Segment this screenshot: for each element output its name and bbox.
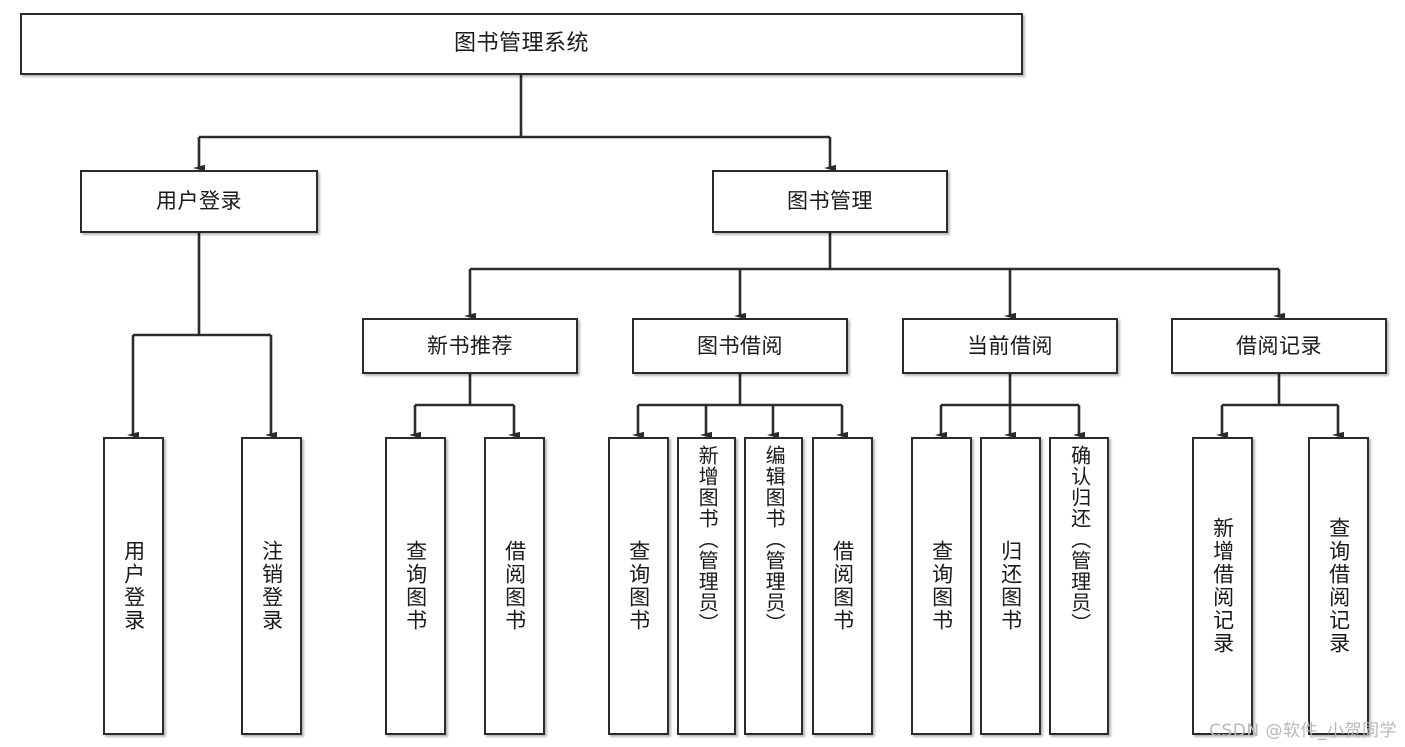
node-label: 图书管理系统 <box>453 31 589 57</box>
watermark: CSDN @软件_小贺同学 <box>1209 721 1397 741</box>
node-label: 编辑图书（管理员） <box>762 445 787 634</box>
node-label: 新增图书（管理员） <box>695 445 720 634</box>
leaf-borrow-book[interactable]: 借阅图书 <box>812 437 873 735</box>
node-book-manage[interactable]: 图书管理 <box>712 170 948 233</box>
node-user-login[interactable]: 用户登录 <box>80 170 318 233</box>
leaf-add-book[interactable]: 新增图书（管理员） <box>677 437 736 735</box>
node-label: 查询图书 <box>403 540 428 632</box>
leaf-user-logout[interactable]: 注销登录 <box>241 437 302 735</box>
node-label: 借阅图书 <box>830 540 855 632</box>
node-label: 查询图书 <box>929 540 954 632</box>
node-new-book-recommend[interactable]: 新书推荐 <box>362 318 578 374</box>
node-label: 归还图书 <box>998 540 1023 632</box>
node-label: 借阅记录 <box>1236 333 1322 358</box>
node-label: 当前借阅 <box>967 333 1053 358</box>
leaf-user-login[interactable]: 用户登录 <box>103 437 164 735</box>
node-borrow-record[interactable]: 借阅记录 <box>1171 318 1387 374</box>
node-label: 确认归还（管理员） <box>1067 445 1092 634</box>
node-label: 注销登录 <box>259 540 284 632</box>
node-root-system[interactable]: 图书管理系统 <box>20 13 1023 75</box>
leaf-confirm-return[interactable]: 确认归还（管理员） <box>1049 437 1109 735</box>
leaf-query-borrow-record[interactable]: 查询借阅记录 <box>1308 437 1369 735</box>
node-label: 图书借阅 <box>697 333 783 358</box>
node-book-borrow[interactable]: 图书借阅 <box>632 318 848 374</box>
node-label: 查询图书 <box>626 540 651 632</box>
node-label: 新增借阅记录 <box>1210 517 1235 655</box>
node-label: 新书推荐 <box>427 333 513 358</box>
leaf-query-book-borrow[interactable]: 查询图书 <box>608 437 669 735</box>
node-current-borrow[interactable]: 当前借阅 <box>902 318 1118 374</box>
node-label: 图书管理 <box>787 189 873 214</box>
leaf-return-book[interactable]: 归还图书 <box>980 437 1041 735</box>
node-label: 借阅图书 <box>502 540 527 632</box>
leaf-query-book-current[interactable]: 查询图书 <box>911 437 972 735</box>
node-label: 用户登录 <box>121 540 146 632</box>
leaf-edit-book[interactable]: 编辑图书（管理员） <box>744 437 803 735</box>
leaf-borrow-book-recommend[interactable]: 借阅图书 <box>484 437 545 735</box>
node-label: 用户登录 <box>156 189 242 214</box>
leaf-add-borrow-record[interactable]: 新增借阅记录 <box>1192 437 1253 735</box>
leaf-query-book-recommend[interactable]: 查询图书 <box>385 437 446 735</box>
node-label: 查询借阅记录 <box>1326 517 1351 655</box>
